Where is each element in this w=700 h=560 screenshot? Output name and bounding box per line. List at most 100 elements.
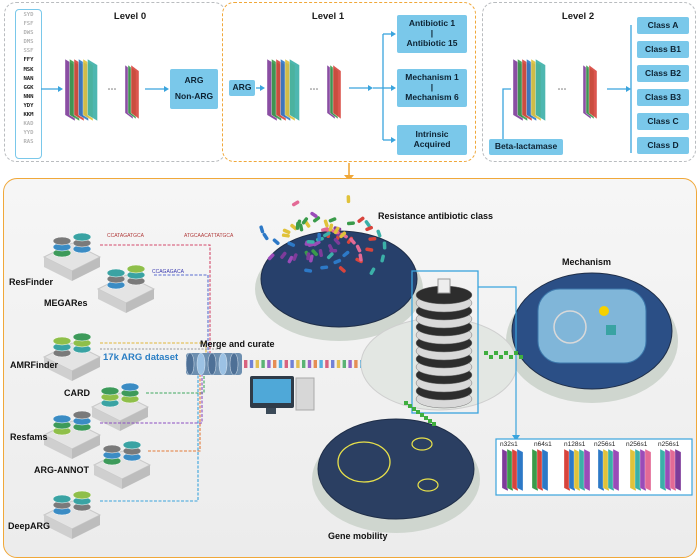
chromosome-coil xyxy=(337,441,391,483)
level0-network-icon xyxy=(41,58,169,122)
funnel-ring xyxy=(207,352,217,376)
db-label-arg-annot: ARG-ANNOT xyxy=(34,465,89,475)
antibiotic-pill xyxy=(323,231,331,238)
ellipsis-dot xyxy=(111,88,113,90)
level2-title: Level 2 xyxy=(561,11,595,22)
antibiotic-pill xyxy=(310,211,318,218)
antibiotic-pill xyxy=(272,238,280,245)
antibiotic-box: Antibiotic 1|Antibiotic 15 xyxy=(397,15,467,53)
antibiotic-pill xyxy=(291,200,300,207)
bridge-tile xyxy=(428,419,432,423)
sequence-token: DMS xyxy=(23,39,34,46)
stream-segment xyxy=(273,360,277,368)
db-base-left xyxy=(44,435,72,459)
network-layer xyxy=(535,58,546,122)
database-block xyxy=(42,410,102,459)
l1a-stack xyxy=(266,58,300,122)
db-disk xyxy=(52,494,72,504)
db-label-megares: MEGARes xyxy=(44,298,88,308)
db-flow-line xyxy=(148,364,222,452)
antibiotic-pill xyxy=(333,237,341,245)
enzyme xyxy=(599,306,609,316)
ellipsis-dot xyxy=(558,88,560,90)
level1-title: Level 1 xyxy=(311,11,345,22)
stream-segment xyxy=(244,360,248,368)
db-base-left xyxy=(94,465,122,489)
arrow-head xyxy=(391,85,396,91)
bridge-tile xyxy=(484,351,488,355)
antibiotic-pill xyxy=(368,236,377,241)
sequence-token: RAS xyxy=(23,139,34,146)
funnel-ring xyxy=(229,352,239,376)
bridge-tile xyxy=(489,355,493,359)
funnel-ring xyxy=(218,352,228,376)
detail-layer xyxy=(607,448,615,492)
network-layer xyxy=(332,64,342,120)
stream-segment xyxy=(313,360,317,368)
screen xyxy=(253,379,291,403)
stream-segment xyxy=(261,360,265,368)
arrow-head xyxy=(368,85,373,91)
db-label-deepargs: DeepARG xyxy=(8,521,51,531)
stand xyxy=(266,408,276,414)
seq-snippet-3: CCAGAGACA xyxy=(152,269,184,275)
class-box: Class C xyxy=(637,113,689,130)
db-label-resfinder: ResFinder xyxy=(9,277,54,287)
seq-snippet-2: ATGCAACATTATGCA xyxy=(184,233,234,239)
workflow-illustration xyxy=(42,195,693,539)
antibiotic-pill xyxy=(339,231,347,239)
db-disk xyxy=(52,414,72,424)
antibiotic-pill xyxy=(338,266,346,273)
resistance-label: Resistance antibiotic class xyxy=(378,211,494,221)
bridge-tile xyxy=(404,401,408,405)
bridge-tile xyxy=(424,416,428,420)
sequence-token: KAD xyxy=(23,121,34,128)
antibiotic-pill xyxy=(292,253,298,261)
level1-input-box: ARG xyxy=(229,80,255,96)
dna-coil xyxy=(553,310,587,344)
stream-segment xyxy=(284,360,288,368)
antibiotic-pill xyxy=(349,237,356,245)
mobility-platform xyxy=(312,418,480,533)
detail-layer xyxy=(612,448,620,492)
detail-layer xyxy=(659,448,667,492)
detail-layer xyxy=(639,448,647,492)
plasmid xyxy=(411,437,433,451)
l0b-stack xyxy=(124,64,140,120)
antibiotic-pill xyxy=(281,233,290,238)
db-disk xyxy=(100,386,120,396)
detail-layer xyxy=(597,448,605,492)
detail-layer xyxy=(501,448,509,492)
antibiotic-pill xyxy=(333,226,340,235)
arrow-head xyxy=(626,86,631,92)
antibiotic-pill xyxy=(287,241,296,247)
ellipsis-dot xyxy=(316,88,318,90)
stream-segment xyxy=(331,360,335,368)
platform-top xyxy=(260,230,418,328)
antibiotic-pill xyxy=(355,244,362,253)
class-box: Class A xyxy=(637,17,689,34)
mechanism-box: Mechanism 1|Mechanism 6 xyxy=(397,69,467,107)
antibiotic-pill xyxy=(355,257,363,264)
detail-layer xyxy=(664,448,672,492)
antibiotic-pill xyxy=(298,223,304,232)
level1-panel: Level 1 ARG Antibiotic 1|Antibiotic 15 M… xyxy=(222,2,476,162)
antibiotic-pill xyxy=(296,219,302,228)
level0-title: Level 0 xyxy=(113,11,147,22)
antibiotic-pill xyxy=(326,252,334,260)
database-block xyxy=(96,264,156,313)
db-label-amrfinder: AMRFinder xyxy=(10,360,58,370)
arrow-head xyxy=(260,85,265,91)
antibiotic-pill xyxy=(306,240,315,244)
db-base-right xyxy=(126,289,154,313)
db-disk xyxy=(106,268,126,278)
detail-layer xyxy=(634,448,642,492)
db-disk xyxy=(52,236,72,246)
detail-layer xyxy=(536,448,544,492)
antibiotic-pill xyxy=(380,254,385,263)
antibiotic-pill xyxy=(309,254,314,263)
db-label-card: CARD xyxy=(64,388,90,398)
level1-network-icon xyxy=(256,31,396,143)
antibiotic-pill xyxy=(280,251,287,259)
class-box: Class D xyxy=(637,137,689,154)
